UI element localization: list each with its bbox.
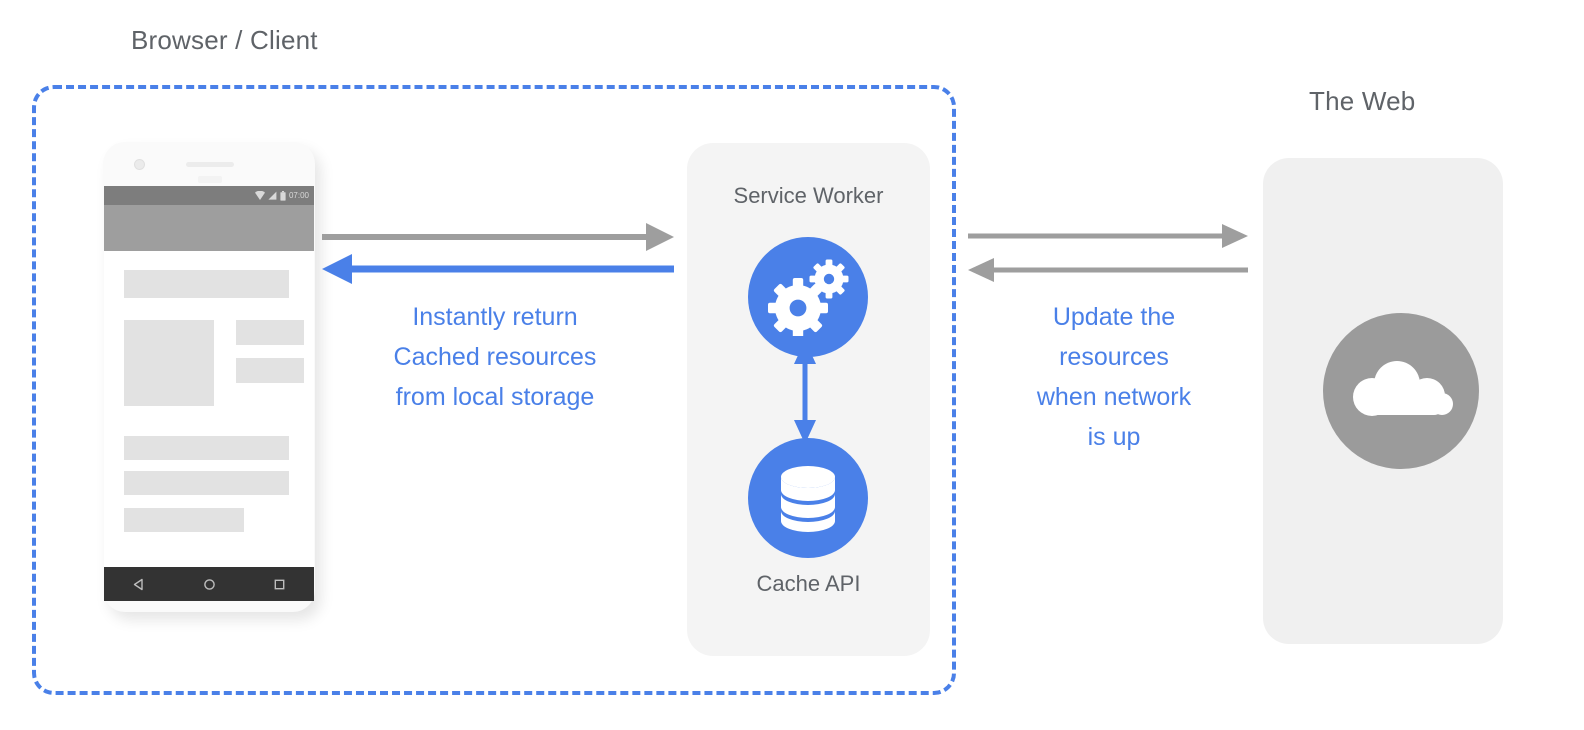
wireframe-block <box>124 436 289 460</box>
arrow-web-to-service-worker <box>968 258 1248 282</box>
browser-client-title: Browser / Client <box>131 25 318 55</box>
phone-nav-bar <box>104 567 314 601</box>
service-worker-icon-circle <box>748 237 868 357</box>
battery-icon <box>280 190 286 201</box>
phone-status-clock: 07:00 <box>288 190 309 200</box>
wireframe-block <box>124 320 214 406</box>
phone-mockup: 07:00 <box>103 142 315 612</box>
arrow-service-worker-to-web <box>968 224 1248 248</box>
the-web-title: The Web <box>1309 86 1416 116</box>
back-triangle-icon[interactable] <box>133 578 146 591</box>
phone-app-bar <box>104 205 314 251</box>
caption-update-resources: Update the resources when network is up <box>1036 303 1192 451</box>
cache-api-label: Cache API <box>756 571 861 596</box>
client-boundary-box <box>32 85 956 695</box>
arrow-client-to-service-worker <box>322 223 674 251</box>
caption-cached-resources: Instantly return Cached resources from l… <box>393 303 597 411</box>
arrow-service-worker-cache-bidirectional <box>794 340 816 444</box>
service-worker-label: Service Worker <box>733 183 884 208</box>
wireframe-block <box>124 270 289 298</box>
phone-status-bar: 07:00 <box>104 186 314 205</box>
phone-screen: 07:00 <box>104 186 314 567</box>
phone-camera-icon <box>134 159 145 170</box>
wireframe-block <box>124 471 289 495</box>
wireframe-block <box>236 320 304 345</box>
database-icon <box>781 466 835 532</box>
wireframe-block <box>124 508 244 532</box>
phone-sensor-strip <box>198 176 222 183</box>
arrow-service-worker-to-client <box>322 254 674 284</box>
cloud-icon-circle <box>1323 313 1479 469</box>
cloud-icon <box>1353 361 1453 416</box>
phone-speaker-grille <box>186 162 234 167</box>
wifi-icon <box>254 191 265 200</box>
cache-api-icon-circle <box>748 438 868 558</box>
signal-icon <box>268 191 277 200</box>
home-circle-icon[interactable] <box>203 578 216 591</box>
service-worker-panel: Service Worker <box>687 143 930 656</box>
recents-square-icon[interactable] <box>273 578 286 591</box>
the-web-panel <box>1263 158 1503 644</box>
gears-icon <box>768 259 849 336</box>
wireframe-block <box>236 358 304 383</box>
